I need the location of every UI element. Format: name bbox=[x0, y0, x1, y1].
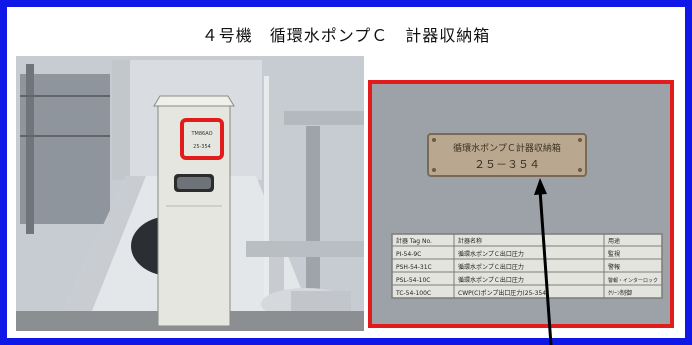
table-cell: PSH-54-31C bbox=[396, 264, 432, 271]
page-title: ４号機 循環水ポンプＣ 計器収納箱 bbox=[201, 26, 491, 45]
table-cell: 循環水ポンプＣ出口圧力 bbox=[458, 276, 524, 284]
table-cell: PSL-54-10C bbox=[396, 277, 430, 284]
nameplate-line1: 循環水ポンプＣ計器収納箱 bbox=[453, 142, 561, 154]
instrument-table-plate bbox=[391, 233, 663, 299]
table-cell: PI-54-9C bbox=[396, 251, 421, 258]
table-cell: 警報 bbox=[608, 263, 620, 271]
box-plate-bottom-text: 25-354 bbox=[193, 144, 211, 150]
table-header-use: 用途 bbox=[608, 237, 620, 245]
table-cell: CWP(C)ポンプ出口圧力(25-354) bbox=[458, 289, 548, 297]
table-cell: 循環水ポンプＣ出口圧力 bbox=[458, 250, 524, 258]
table-cell: TC-54-100C bbox=[395, 290, 431, 297]
table-cell: 監視 bbox=[608, 250, 620, 258]
left-photo: TM86AO 25-354 bbox=[16, 56, 364, 331]
nameplate-closeup-illustration: 循環水ポンプＣ計器収納箱 ２５－３５４ 計器 Tag No. 計器名称 用途 P… bbox=[372, 84, 670, 324]
pump-scene-illustration: TM86AO 25-354 bbox=[16, 56, 364, 331]
nameplate-line2: ２５－３５４ bbox=[474, 158, 540, 171]
right-photo-closeup: 循環水ポンプＣ計器収納箱 ２５－３５４ 計器 Tag No. 計器名称 用途 P… bbox=[368, 80, 674, 328]
table-cell: 循環水ポンプＣ出口圧力 bbox=[458, 263, 524, 271]
box-plate-top-text: TM86AO bbox=[191, 131, 213, 137]
upper-nameplate bbox=[427, 133, 587, 177]
table-cell: 警報・インターロック bbox=[608, 277, 658, 284]
table-header-tag: 計器 Tag No. bbox=[396, 237, 432, 245]
table-cell: ｸﾘｰﾝ制御 bbox=[608, 289, 632, 297]
table-header-name: 計器名称 bbox=[458, 237, 482, 245]
